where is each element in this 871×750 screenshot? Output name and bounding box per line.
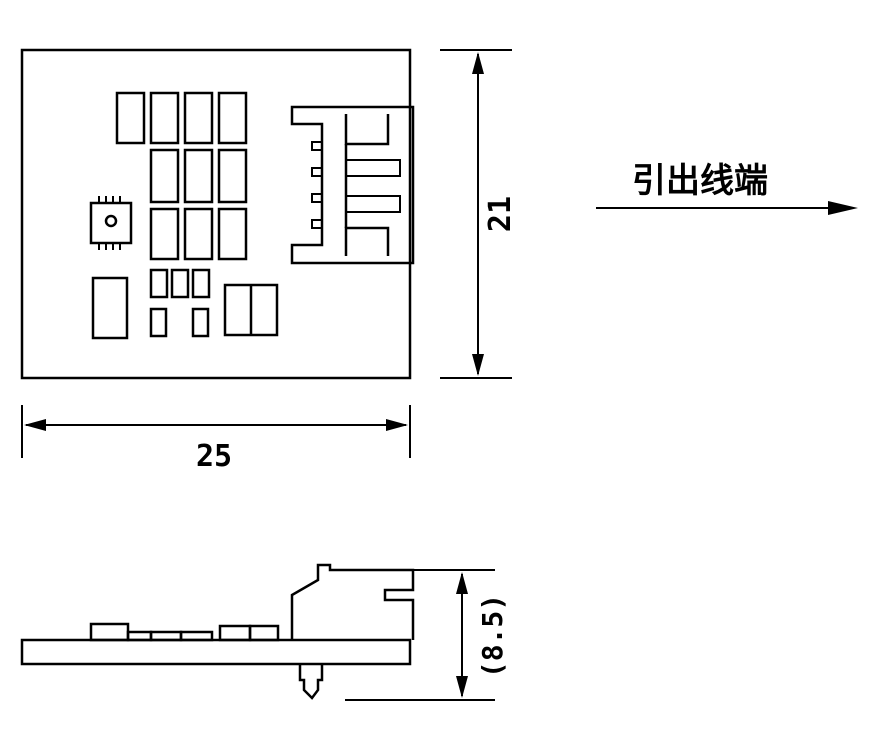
component-r1c2 — [149, 91, 180, 145]
small-component-5 — [191, 307, 210, 338]
dimension-height — [440, 49, 512, 379]
side-component-3 — [149, 630, 183, 642]
component-r2c2 — [149, 148, 180, 204]
dimension-side-height — [345, 569, 495, 701]
side-pin — [298, 664, 324, 700]
component-r3c4 — [217, 207, 248, 261]
side-component-1 — [89, 622, 130, 642]
small-component-3 — [191, 268, 211, 299]
side-component-2 — [126, 630, 153, 642]
height-dimension-label: 21 — [483, 196, 518, 232]
component-r2c4 — [217, 148, 248, 204]
width-dimension-label: 25 — [196, 439, 232, 474]
small-component-2 — [170, 268, 190, 299]
connector-top-view — [290, 105, 415, 265]
side-height-dimension-label: (8.5) — [476, 594, 509, 678]
component-r3c3 — [183, 207, 214, 261]
component-r2c3 — [183, 148, 214, 204]
side-component-6 — [248, 624, 280, 642]
component-r1c3 — [183, 91, 214, 145]
lead-out-arrow — [596, 201, 858, 215]
lead-out-label: 引出线端 — [632, 161, 768, 201]
side-pcb-board — [20, 638, 412, 666]
small-component-1 — [149, 268, 169, 299]
component-r1c1 — [115, 91, 146, 145]
component-r3c2 — [149, 207, 180, 261]
side-view: (8.5) — [20, 563, 509, 701]
dimension-width — [21, 405, 411, 458]
ic-chip — [89, 196, 133, 250]
side-component-4 — [179, 630, 214, 642]
top-view: 21 25 — [20, 48, 518, 474]
small-component-4 — [149, 307, 168, 338]
pcb-outline — [20, 48, 412, 380]
component-r1c4 — [217, 91, 248, 145]
component-large-left — [91, 276, 129, 340]
side-component-5 — [218, 624, 252, 642]
side-connector — [290, 563, 415, 640]
